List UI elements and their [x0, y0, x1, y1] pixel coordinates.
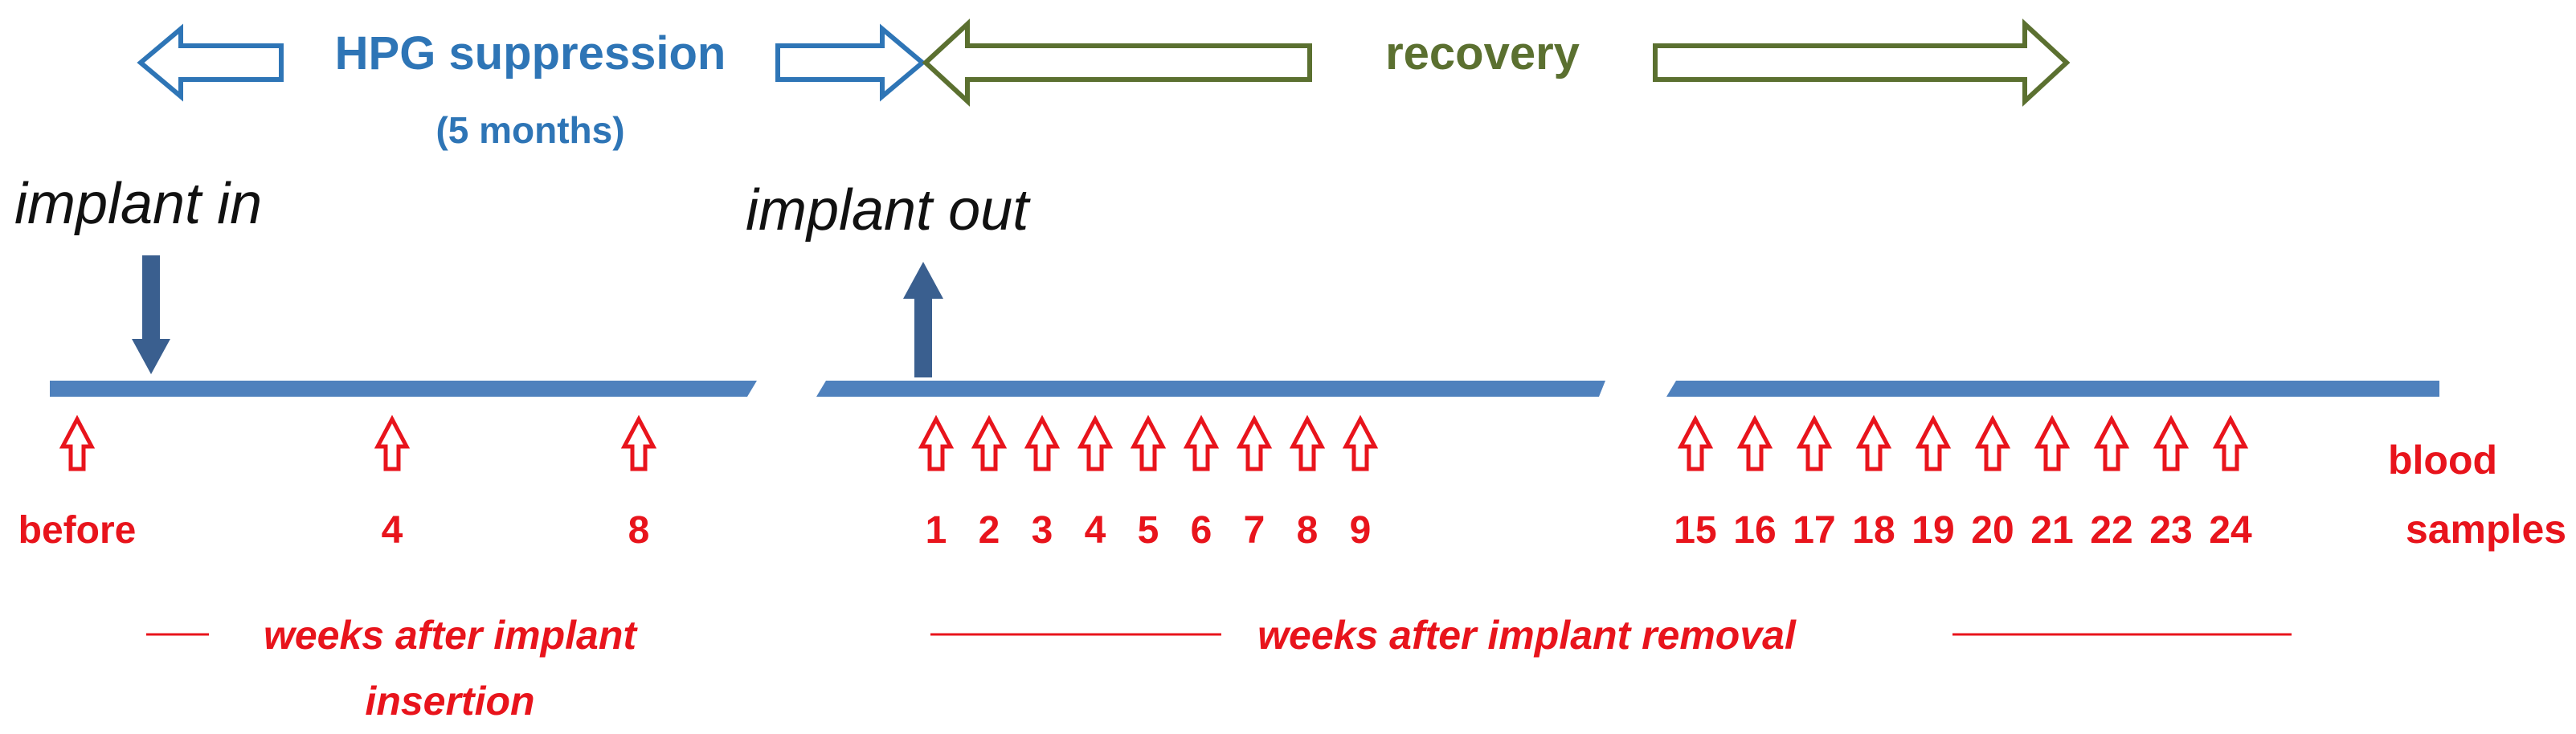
recovery-left-arrow — [922, 18, 1312, 107]
blood-sample-arrow-icon — [2093, 414, 2130, 471]
blood-sample-arrow-icon — [1077, 414, 1114, 471]
caption-insertion-line2: insertion — [365, 679, 534, 724]
sample-week-label: 23 — [2149, 509, 2192, 552]
implant-in-arrow-icon — [132, 255, 170, 374]
blood-samples-label-line2: samples — [2406, 507, 2566, 552]
sample-week-label: 21 — [2030, 509, 2073, 552]
recovery-phase: recovery — [922, 18, 2071, 107]
sample-week-label: 17 — [1793, 509, 1835, 552]
blood-sample-arrow-icon — [1915, 414, 1952, 471]
blood-sample-arrow-icon — [918, 414, 955, 471]
sample-week-label: 4 — [1085, 509, 1106, 552]
caption-removal-text: weeks after implant removal — [1257, 613, 1797, 658]
blood-sample-arrow-icon — [2153, 414, 2190, 471]
blood-sample-arrow-icon — [1024, 414, 1061, 471]
timeline-segment-late-recovery — [1666, 381, 2439, 397]
blood-sample-arrow-icon — [2034, 414, 2071, 471]
blood-sample-arrow-icon — [1855, 414, 1892, 471]
blood-sample-arrow-icon — [971, 414, 1008, 471]
sample-week-label: 8 — [628, 509, 650, 552]
implant-out-event: implant out — [746, 178, 1031, 377]
sample-week-label: 24 — [2209, 509, 2252, 552]
blood-sample-arrow-icon — [1677, 414, 1714, 471]
sample-week-label: 3 — [1032, 509, 1053, 552]
blood-sample-arrow-icon — [1130, 414, 1167, 471]
sample-week-label: 9 — [1350, 509, 1372, 552]
blood-sample-arrow-icon — [2212, 414, 2249, 471]
blood-sample-arrow-icon — [1796, 414, 1833, 471]
sample-week-label: 18 — [1852, 509, 1895, 552]
sample-week-label: 6 — [1191, 509, 1212, 552]
suppression-right-arrow — [775, 23, 926, 102]
blood-sample-arrow-icon — [620, 414, 657, 471]
blood-samples-label: blood samples — [2388, 438, 2566, 552]
suppression-duration: (5 months) — [435, 109, 624, 151]
sample-group-insertion: before 4 8 — [18, 414, 657, 552]
sample-week-label: 22 — [2090, 509, 2132, 552]
sample-week-label: 2 — [979, 509, 1000, 552]
implant-in-label: implant in — [14, 172, 262, 236]
sample-group-removal-late: 15 16 17 18 19 20 21 22 23 24 — [1674, 414, 2252, 552]
sample-week-label: 5 — [1138, 509, 1159, 552]
sample-week-label: 7 — [1244, 509, 1266, 552]
sample-week-label: before — [18, 509, 137, 552]
recovery-label: recovery — [1385, 27, 1580, 80]
sample-week-label: 15 — [1674, 509, 1716, 552]
implant-out-arrow-icon — [903, 262, 943, 377]
blood-sample-arrow-icon — [1183, 414, 1220, 471]
blood-sample-arrow-icon — [1236, 414, 1273, 471]
blood-sample-arrow-icon — [374, 414, 411, 471]
blood-sample-arrow-icon — [59, 414, 96, 471]
sample-week-label: 8 — [1297, 509, 1319, 552]
caption-insertion-line1: weeks after implant — [264, 613, 638, 658]
caption-removal: weeks after implant removal — [930, 613, 2292, 658]
blood-sample-arrow-icon — [1289, 414, 1326, 471]
suppression-phase: HPG suppression (5 months) — [137, 23, 926, 151]
blood-samples-label-line1: blood — [2388, 438, 2497, 483]
suppression-label: HPG suppression — [335, 27, 726, 80]
timeline-segment-removal — [816, 381, 1605, 397]
sample-week-label: 20 — [1971, 509, 2014, 552]
sample-week-label: 16 — [1733, 509, 1776, 552]
suppression-left-arrow — [137, 23, 284, 102]
caption-insertion: weeks after implant insertion — [146, 613, 638, 724]
implant-in-event: implant in — [14, 172, 262, 374]
blood-sample-arrow-icon — [1736, 414, 1773, 471]
sample-week-label: 1 — [926, 509, 947, 552]
blood-sample-arrow-icon — [1974, 414, 2011, 471]
timeline — [50, 381, 2439, 397]
implant-out-label: implant out — [746, 178, 1031, 243]
sample-week-label: 4 — [382, 509, 403, 552]
recovery-right-arrow — [1653, 18, 2071, 107]
blood-sample-arrow-icon — [1342, 414, 1379, 471]
timeline-segment-insertion — [50, 381, 757, 397]
sample-week-label: 19 — [1912, 509, 1954, 552]
